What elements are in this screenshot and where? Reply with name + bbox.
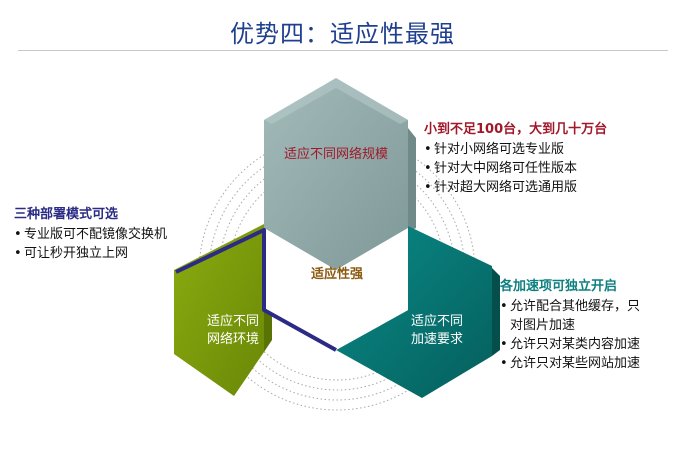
acceleration-block: 各加速项可独立开启 允许配合其他缓存，只 对图片加速 允许只对某类内容加速 允许… [500, 277, 640, 373]
hexagon-center [264, 228, 408, 350]
hexagon-top [264, 78, 416, 270]
hexagon-right-label-line1: 适应不同 [410, 314, 463, 329]
deployment-block: 三种部署模式可选 专业版可不配镜像交换机 可让秒开独立上网 [14, 205, 167, 263]
list-item: 允许只对某些网站加速 [500, 354, 640, 373]
deployment-heading: 三种部署模式可选 [14, 207, 119, 222]
center-label: 适应性强 [310, 267, 363, 282]
hexagon-left-label: 适应不同 网络环境 [188, 313, 278, 349]
acceleration-list: 允许配合其他缓存，只 对图片加速 允许只对某类内容加速 允许只对某些网站加速 [500, 297, 640, 373]
title-divider [18, 50, 668, 51]
deployment-list: 专业版可不配镜像交换机 可让秒开独立上网 [14, 225, 167, 263]
hexagon-right [336, 226, 500, 398]
scale-heading: 小到不足100台，大到几十万台 [424, 122, 608, 137]
list-item: 针对小网络可选专业版 [424, 140, 607, 159]
hexagon-right-label: 适应不同 加速要求 [392, 313, 482, 349]
list-item: 专业版可不配镜像交换机 [14, 225, 167, 244]
list-item: 允许只对某类内容加速 [500, 335, 640, 354]
hexagon-top-label: 适应不同网络规模 [283, 147, 388, 162]
list-item-continuation: 对图片加速 [510, 318, 576, 333]
hexagon-left-label-line2: 网络环境 [206, 332, 259, 347]
list-item: 可让秒开独立上网 [14, 244, 167, 263]
hexagon-right-label-line2: 加速要求 [410, 332, 463, 347]
scale-list: 针对小网络可选专业版 针对大中网络可任性版本 针对超大网络可选通用版 [424, 140, 607, 197]
list-item: 针对超大网络可选通用版 [424, 178, 607, 197]
acceleration-heading: 各加速项可独立开启 [500, 279, 618, 294]
list-item: 允许配合其他缓存，只 [500, 297, 640, 316]
list-item: 针对大中网络可任性版本 [424, 159, 607, 178]
scale-block: 小到不足100台，大到几十万台 针对小网络可选专业版 针对大中网络可任性版本 针… [424, 120, 607, 197]
hexagon-left-label-line1: 适应不同 [206, 314, 259, 329]
hexagon-edges [175, 228, 337, 352]
page-title: 优势四：适应性最强 [230, 20, 455, 48]
